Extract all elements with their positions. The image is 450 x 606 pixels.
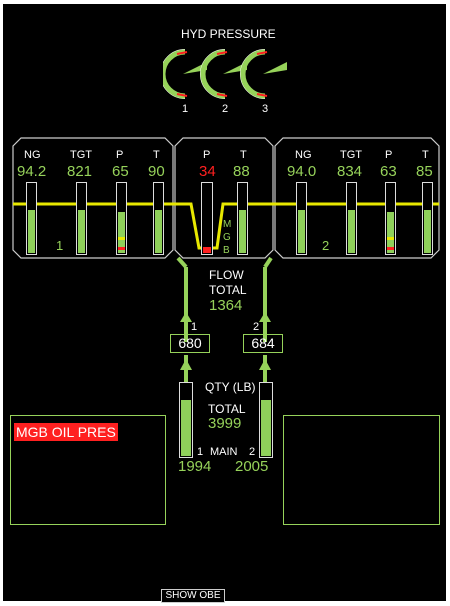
- eng2-ng-fill: [298, 210, 305, 253]
- eng1-tgt-fill: [78, 210, 85, 253]
- hyd-gauge-2: [200, 49, 247, 99]
- qty-title: QTY (LB): [205, 380, 256, 394]
- caution-panel-right: [283, 415, 440, 525]
- mgb-label-m: M: [223, 219, 232, 230]
- qty-tank2-label: 2: [249, 446, 256, 458]
- eng1-t-bar: [153, 182, 164, 255]
- mgb-p-value: 34: [199, 163, 216, 180]
- eng1-ng-value: 94.2: [17, 163, 47, 180]
- hyd-gauge-1-label: 1: [182, 103, 189, 115]
- flow-total-label: TOTAL: [209, 283, 247, 297]
- mgb-label-g: G: [223, 232, 231, 243]
- eng2-ng-label: NG: [295, 149, 312, 161]
- eng1-tgt-label: TGT: [70, 149, 92, 161]
- eng2-tgt-fill: [348, 210, 355, 253]
- eicas-screen: HYD PRESSURE 1 2 3: [3, 4, 446, 603]
- eng2-t-value: 85: [416, 163, 433, 180]
- eng2-number: 2: [322, 238, 330, 253]
- eng1-p-bar: [116, 182, 127, 255]
- eng2-ng-bar: [296, 182, 307, 255]
- flow-eng2-label: 2: [253, 321, 260, 333]
- qty-tank1-fill: [181, 400, 191, 456]
- flow-eng1-label: 1: [191, 321, 198, 333]
- eng1-p-value: 65: [112, 163, 129, 180]
- qty-tank2-fill: [261, 400, 271, 456]
- hyd-pressure-title: HYD PRESSURE: [181, 27, 276, 41]
- mgb-p-label: P: [203, 149, 211, 161]
- flow-total-value: 1364: [209, 297, 243, 314]
- mgb-p-bar: [201, 182, 213, 255]
- eng2-p-label: P: [385, 149, 393, 161]
- eng1-p-yellow-mark: [118, 237, 125, 240]
- hyd-gauge-3-label: 3: [262, 103, 269, 115]
- show-obe-button[interactable]: SHOW OBE: [161, 589, 225, 603]
- qty-tank1-bar: [179, 382, 193, 458]
- eng2-t-bar: [422, 182, 433, 255]
- qty-tank1-value: 1994: [178, 458, 212, 475]
- eng2-tgt-value: 834: [337, 163, 363, 180]
- eng1-p-label: P: [116, 149, 124, 161]
- eng2-ng-value: 94.0: [287, 163, 317, 180]
- eng2-tgt-label: TGT: [340, 149, 362, 161]
- mgb-t-bar: [237, 182, 248, 255]
- eng2-p-bar: [385, 182, 396, 255]
- flow-eng2-value: 684: [243, 334, 283, 353]
- mgb-label-b: B: [223, 245, 230, 256]
- flow-label: FLOW: [209, 268, 244, 282]
- mgb-p-red-mark: [203, 247, 211, 253]
- eng1-p-fill: [118, 212, 125, 253]
- hyd-gauge-2-label: 2: [222, 103, 229, 115]
- caution-mgb-oil-pres: MGB OIL PRES: [14, 423, 118, 441]
- eng1-t-value: 90: [148, 163, 165, 180]
- qty-total-label: TOTAL: [208, 402, 246, 416]
- eng1-p-red-mark: [118, 247, 125, 250]
- eng1-ng-bar: [26, 182, 37, 255]
- qty-tank1-label: 1: [197, 446, 204, 458]
- mgb-t-label: T: [240, 149, 247, 161]
- flow-eng1-value: 680: [170, 334, 210, 353]
- eng1-number: 1: [56, 238, 64, 253]
- eng1-t-label: T: [153, 149, 160, 161]
- eng2-p-red-mark: [387, 247, 394, 250]
- mgb-t-fill: [239, 210, 246, 253]
- eng2-p-yellow-mark: [387, 237, 394, 240]
- qty-main-label: MAIN: [210, 446, 238, 458]
- eng2-p-fill: [387, 212, 394, 253]
- qty-total-value: 3999: [208, 415, 242, 432]
- hyd-gauges: [163, 49, 287, 99]
- hyd-gauge-3: [240, 49, 287, 99]
- eng2-tgt-bar: [346, 182, 357, 255]
- qty-tank2-value: 2005: [235, 458, 269, 475]
- qty-tank2-bar: [259, 382, 273, 458]
- eng1-t-fill: [155, 210, 162, 253]
- eng1-ng-fill: [28, 210, 35, 253]
- eng1-tgt-value: 821: [67, 163, 93, 180]
- mgb-t-value: 88: [233, 163, 250, 180]
- caution-panel-left: MGB OIL PRES: [10, 415, 166, 525]
- eng2-t-fill: [424, 210, 431, 253]
- eng1-tgt-bar: [76, 182, 87, 255]
- eng1-ng-label: NG: [24, 149, 41, 161]
- eng2-t-label: T: [422, 149, 429, 161]
- eng2-p-value: 63: [380, 163, 397, 180]
